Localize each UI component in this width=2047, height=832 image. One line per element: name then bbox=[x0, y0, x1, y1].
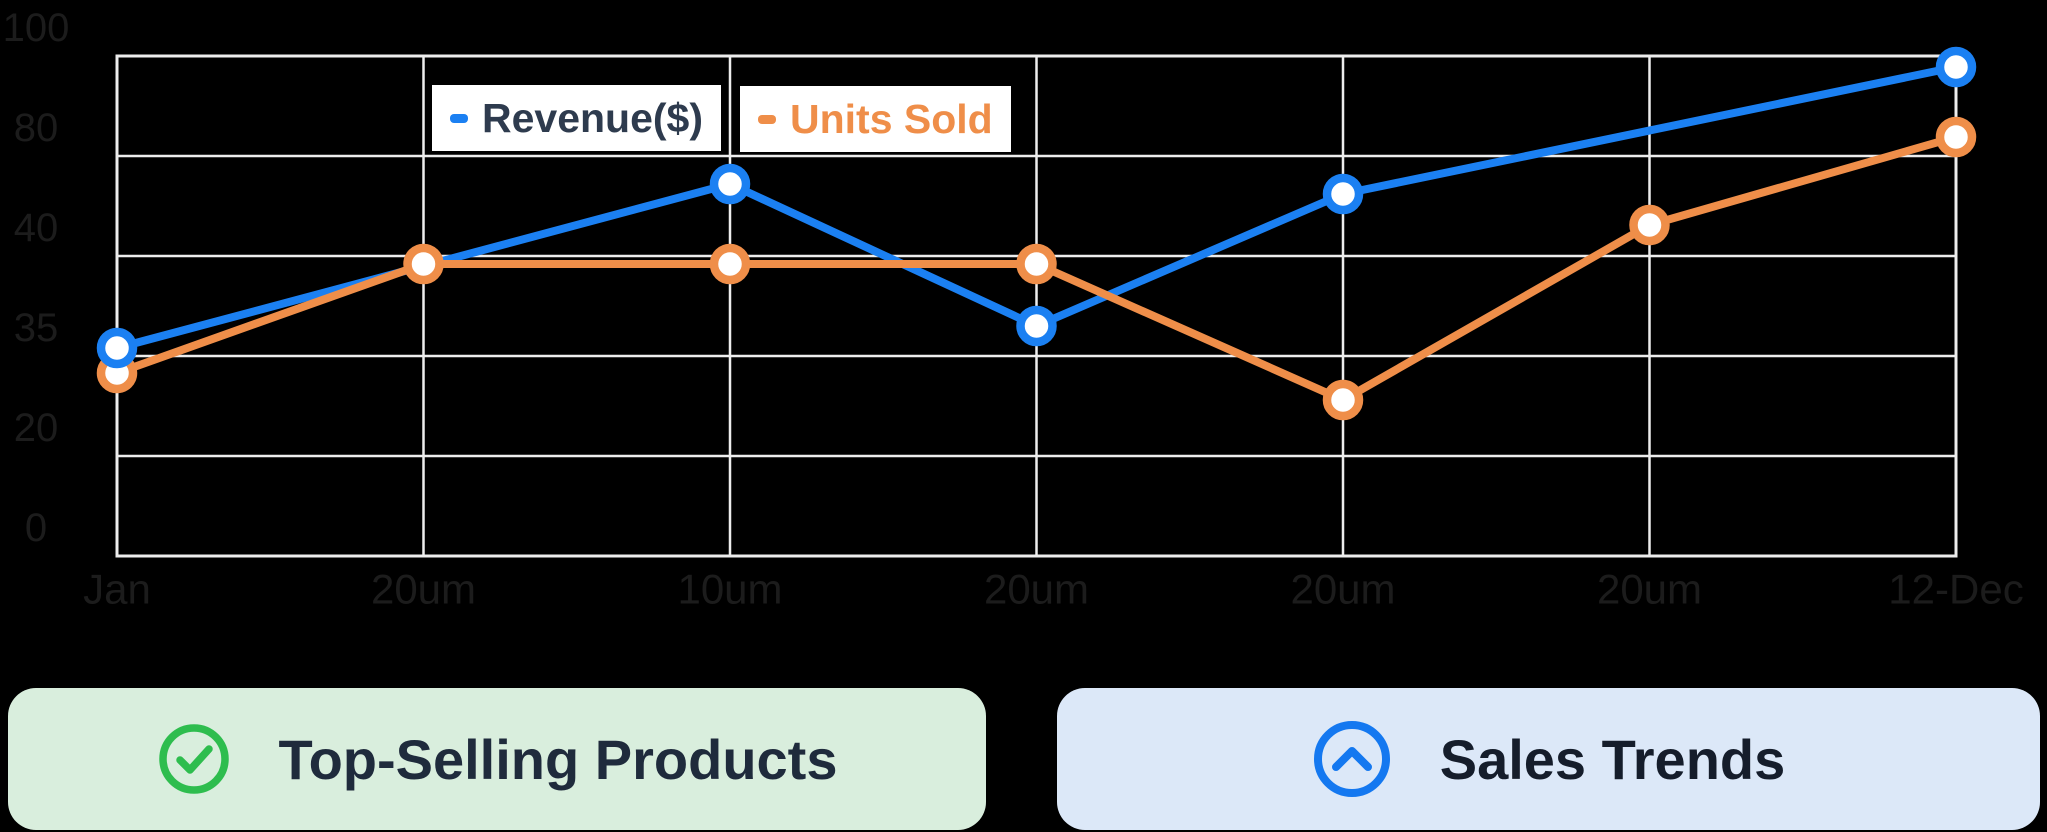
x-axis-tick-label: 10um bbox=[677, 566, 782, 613]
units-legend-dash-icon bbox=[758, 114, 776, 124]
x-axis-tick-label: 20um bbox=[1597, 566, 1702, 613]
sales-trends-label: Sales Trends bbox=[1439, 727, 1786, 791]
data-point-marker-units-sold bbox=[403, 243, 444, 285]
y-axis-tick-label: 35 bbox=[14, 306, 59, 350]
x-axis-tick-label: Jan bbox=[83, 566, 151, 613]
chevron-up-circle-icon bbox=[1313, 721, 1390, 797]
sales-trends-button[interactable]: Sales Trends bbox=[1057, 688, 2040, 830]
legend-units-label: Units Sold bbox=[790, 95, 993, 142]
y-axis-tick-label: 40 bbox=[14, 206, 59, 250]
legend-item-revenue[interactable]: Revenue($) bbox=[432, 85, 722, 151]
top-selling-products-button[interactable]: Top-Selling Products bbox=[8, 688, 986, 830]
data-point-marker-units-sold bbox=[1016, 243, 1057, 285]
y-axis-tick-label: 0 bbox=[25, 506, 47, 550]
data-point-marker-units-sold bbox=[709, 243, 751, 285]
data-point-marker-revenue bbox=[1016, 305, 1057, 347]
x-axis-tick-label: 20um bbox=[371, 566, 476, 613]
y-axis-tick-label: 100 bbox=[3, 6, 70, 50]
top-selling-products-label: Top-Selling Products bbox=[278, 727, 838, 791]
plot-border bbox=[115, 54, 1958, 558]
data-point-marker-revenue bbox=[1935, 46, 1977, 88]
check-circle-icon bbox=[158, 724, 229, 794]
x-axis-tick-label: 20um bbox=[1290, 566, 1395, 613]
legend-item-units-sold[interactable]: Units Sold bbox=[740, 86, 1011, 152]
data-point-marker-revenue bbox=[96, 327, 138, 369]
data-point-marker-units-sold bbox=[1629, 204, 1670, 246]
x-axis-tick-label: 20um bbox=[984, 566, 1089, 613]
data-point-marker-revenue bbox=[1322, 173, 1364, 215]
y-axis-tick-label: 20 bbox=[14, 406, 59, 450]
legend-revenue-label: Revenue($) bbox=[482, 94, 704, 141]
data-point-marker-units-sold bbox=[1322, 379, 1364, 421]
data-point-marker-units-sold bbox=[1935, 116, 1977, 158]
revenue-legend-dash-icon bbox=[450, 113, 468, 123]
data-point-marker-revenue bbox=[709, 163, 751, 205]
x-axis-tick-label: 12-Dec bbox=[1888, 566, 2023, 613]
y-axis-tick-label: 80 bbox=[14, 106, 59, 150]
